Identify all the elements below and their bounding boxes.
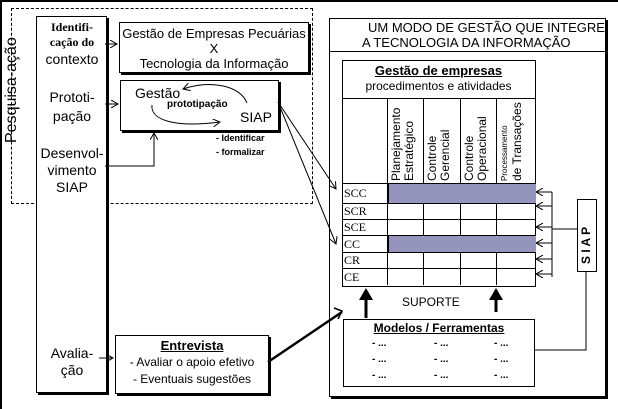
prototype-siap-label: SIAP — [240, 109, 272, 125]
arrow-desenvolvimento-to-prototype — [105, 133, 154, 167]
phase-desenvolvimento: Desenvol- vimento SIAP — [38, 145, 106, 196]
phase-identificacao-line2: cação do — [49, 35, 95, 49]
support-arrow-right-head — [489, 288, 503, 300]
models-item: - ... — [434, 354, 449, 365]
models-item: - ... — [494, 338, 509, 349]
arrow-prototype-to-cc — [277, 101, 336, 244]
arrow-prototype-to-scc — [277, 101, 336, 189]
matrix-row-divider — [342, 235, 535, 236]
context-box-text: Gestão de Empresas Pecuárias X Tecnologi… — [119, 26, 309, 71]
matrix-row-divider — [342, 268, 535, 269]
context-line3: Tecnologia da Informação — [139, 56, 289, 71]
models-item: - ... — [372, 338, 387, 349]
models-item: - ... — [494, 354, 509, 365]
models-item: - ... — [434, 338, 449, 349]
cycle-arrow-gestao-to-siap — [151, 104, 220, 124]
support-arrow-left-head — [359, 288, 373, 300]
phase-desenvolvimento-line1: Desenvol- — [40, 145, 104, 161]
matrix-column-divider — [387, 98, 388, 285]
cycle-arrow-siap-to-gestao — [183, 85, 248, 104]
matrix-row-label: SCE — [344, 220, 367, 234]
matrix-row-label: CR — [344, 253, 361, 267]
models-to-siap-line — [534, 271, 587, 351]
matrix — [342, 60, 536, 287]
matrix-row-label: SCC — [344, 186, 367, 200]
matrix-row-label: CC — [344, 236, 361, 251]
models-item: - ... — [494, 370, 509, 381]
frame-left — [0, 0, 2, 409]
siap-box — [577, 199, 597, 272]
main-panel — [329, 18, 606, 397]
main-panel-title-line1: UM MODO DE GESTÃO QUE INTEGRE — [368, 20, 605, 35]
context-line1: Gestão de Empresas Pecuárias — [122, 26, 306, 41]
phase-identificacao-line1: Identifi- — [51, 20, 93, 34]
interview-item-1: - Avaliar o apoio efetivo — [129, 355, 255, 369]
phase-avaliacao-line1: Avalia- — [50, 345, 94, 361]
support-label: SUPORTE — [402, 295, 460, 309]
phase-prototipacao: Prototi- pação — [38, 88, 106, 126]
phase-desenvolvimento-line3: SIAP — [56, 179, 88, 195]
matrix-title: Gestão de empresas — [374, 63, 503, 78]
arrow-interview-to-models — [267, 310, 343, 364]
matrix-header-divider — [342, 98, 535, 99]
prototype-note-identificar: - Identificar — [216, 133, 265, 143]
phase-avaliacao-line2: ção — [60, 362, 84, 378]
interview-item-2: - Eventuais sugestões — [132, 372, 252, 386]
context-box — [119, 22, 309, 73]
phase-prototipacao-line1: Prototi- — [49, 89, 95, 105]
matrix-row-divider — [342, 183, 535, 184]
matrix-row-label: CE — [344, 269, 360, 284]
models-item: - ... — [372, 370, 387, 381]
matrix-row-label: SCR — [344, 204, 367, 218]
prototype-prototipacao-label: prototipação — [167, 99, 228, 110]
frame-top — [0, 0, 618, 2]
models-item: - ... — [434, 370, 449, 381]
matrix-row-divider — [342, 252, 535, 253]
prototype-note-formalizar: - formalizar — [216, 147, 265, 157]
matrix-row-divider — [342, 203, 535, 204]
phase-desenvolvimento-line2: vimento — [47, 162, 97, 178]
phase-identificacao: Identifi- cação do — [38, 20, 106, 50]
phase-prototipacao-line2: pação — [52, 108, 92, 124]
arrow-interview-to-models-head — [333, 307, 344, 320]
matrix-subtitle: procedimentos e atividades — [365, 79, 512, 93]
context-line2: X — [209, 41, 219, 56]
prototype-box — [120, 80, 279, 131]
interview-title: Entrevista — [160, 338, 224, 353]
matrix-row-highlight — [388, 236, 536, 252]
models-item: - ... — [372, 354, 387, 365]
models-title: Modelos / Ferramentas — [373, 321, 505, 335]
matrix-row-divider — [342, 219, 535, 220]
phase-avaliacao: Avalia- ção — [38, 345, 106, 379]
main-panel-title-line2: A TECNOLOGIA DA INFORMAÇÃO — [362, 35, 571, 50]
models-box — [343, 319, 535, 387]
main-panel-title-divider — [329, 51, 605, 52]
phases-column — [36, 16, 107, 393]
interview-box — [115, 335, 269, 394]
matrix-row-highlight — [388, 184, 536, 203]
pesquisa-acao-group — [11, 8, 313, 204]
phase-identificacao-line3: contexto — [45, 51, 99, 67]
prototype-gestao-label: Gestão — [135, 85, 181, 101]
